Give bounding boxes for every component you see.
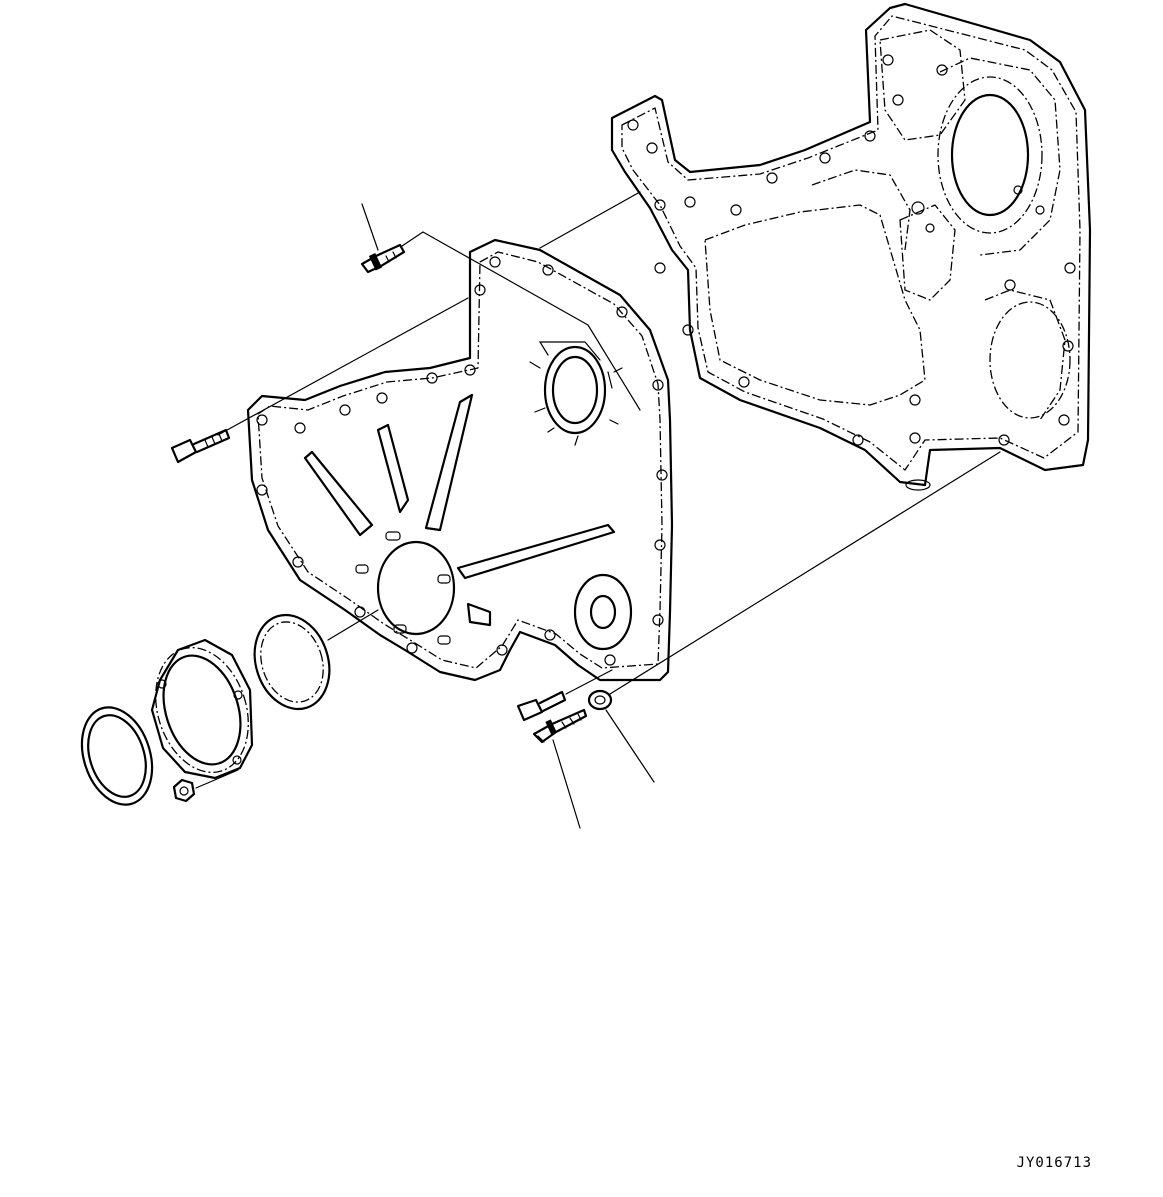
front-oil-seal: [70, 698, 164, 814]
timing-gear-housing: [612, 4, 1090, 490]
plug: [362, 245, 404, 272]
drawing-code-label: JY016713: [1016, 1155, 1092, 1171]
retainer-gasket: [243, 605, 341, 719]
flange-bolt: [172, 430, 565, 720]
assembly-lines: [196, 192, 1000, 828]
washer: [589, 691, 611, 709]
nut: [174, 780, 194, 801]
seal-retainer-plate: [140, 636, 263, 785]
front-cover: [248, 240, 672, 680]
stud-bolt: [534, 710, 586, 742]
